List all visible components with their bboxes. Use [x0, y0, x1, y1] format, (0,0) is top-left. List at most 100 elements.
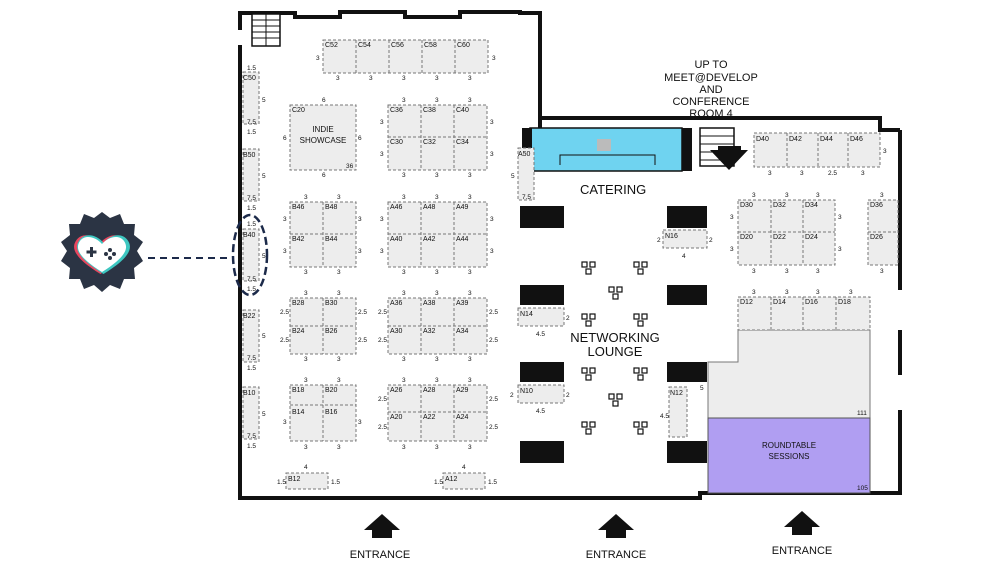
dim-label: 3 — [402, 269, 406, 276]
booth-d46[interactable]: D46 — [850, 136, 863, 143]
dim-label: 3 — [468, 269, 472, 276]
booth-d42[interactable]: D42 — [789, 136, 802, 143]
booth-b10[interactable]: B10 — [243, 390, 256, 397]
booth-a28[interactable]: A28 — [423, 387, 436, 394]
booth-b18[interactable]: B18 — [292, 387, 305, 394]
dim-label: 3 — [490, 216, 494, 223]
booth-c60[interactable]: C60 — [457, 42, 470, 49]
booth-block-b-low: B18 B20 B14 B16 3 3 3 3 3 3 — [283, 377, 362, 451]
booth-c36[interactable]: C36 — [390, 107, 403, 114]
booth-a39[interactable]: A39 — [456, 300, 469, 307]
roundtable-label-1: ROUNDTABLE — [762, 441, 816, 450]
booth-n10[interactable]: N10 — [520, 388, 533, 395]
lounge-table — [667, 441, 707, 463]
dim-label: 4.5 — [660, 413, 669, 420]
you-are-here-marker[interactable] — [61, 212, 232, 292]
booth-d36[interactable]: D36 — [870, 202, 883, 209]
booth-a50[interactable]: A50 — [518, 151, 531, 158]
booth-c34[interactable]: C34 — [456, 139, 469, 146]
dim-label: 3 — [785, 192, 789, 199]
booth-a30[interactable]: A30 — [390, 328, 403, 335]
booth-c52[interactable]: C52 — [325, 42, 338, 49]
dim-label: 3 — [435, 97, 439, 104]
booth-d14[interactable]: D14 — [773, 299, 786, 306]
booth-a40[interactable]: A40 — [390, 236, 403, 243]
booth-d20[interactable]: D20 — [740, 234, 753, 241]
booth-a42[interactable]: A42 — [423, 236, 436, 243]
booth-c40[interactable]: C40 — [456, 107, 469, 114]
dim-label: 3 — [468, 444, 472, 451]
booth-c30[interactable]: C30 — [390, 139, 403, 146]
entrance-2[interactable]: ENTRANCE — [586, 514, 647, 561]
booth-a36[interactable]: A36 — [390, 300, 403, 307]
booth-b26[interactable]: B26 — [325, 328, 338, 335]
booth-a38[interactable]: A38 — [423, 300, 436, 307]
booth-d24[interactable]: D24 — [805, 234, 818, 241]
booth-n12[interactable]: N12 — [670, 390, 683, 397]
dim-label: 2.5 — [489, 337, 498, 344]
upstairs-line-4: CONFERENCE — [672, 96, 749, 108]
booth-a46[interactable]: A46 — [390, 204, 403, 211]
booth-a26[interactable]: A26 — [390, 387, 403, 394]
dim-label: 6 — [322, 172, 326, 179]
entrance-arrow-icon — [598, 514, 634, 538]
dim-label: 2.5 — [358, 309, 367, 316]
booth-d34[interactable]: D34 — [805, 202, 818, 209]
booth-a48[interactable]: A48 — [423, 204, 436, 211]
booth-d18[interactable]: D18 — [838, 299, 851, 306]
booth-d30[interactable]: D30 — [740, 202, 753, 209]
booth-d40[interactable]: D40 — [756, 136, 769, 143]
booth-b24[interactable]: B24 — [292, 328, 305, 335]
booth-c32[interactable]: C32 — [423, 139, 436, 146]
booth-b28[interactable]: B28 — [292, 300, 305, 307]
booth-d32[interactable]: D32 — [773, 202, 786, 209]
dim-label: 5 — [511, 173, 515, 180]
booth-a34[interactable]: A34 — [456, 328, 469, 335]
booth-b40[interactable]: B40 — [243, 232, 256, 239]
booth-b12[interactable]: B12 — [288, 476, 301, 483]
booth-n16[interactable]: N16 — [665, 233, 678, 240]
roundtable-room — [707, 417, 871, 494]
booth-b30[interactable]: B30 — [325, 300, 338, 307]
entrance-3[interactable]: ENTRANCE — [772, 511, 833, 557]
booth-c58[interactable]: C58 — [424, 42, 437, 49]
booth-a22[interactable]: A22 — [423, 414, 436, 421]
booth-b42[interactable]: B42 — [292, 236, 305, 243]
booth-c38[interactable]: C38 — [423, 107, 436, 114]
booth-d16[interactable]: D16 — [805, 299, 818, 306]
dim-label: 2.5 — [280, 337, 289, 344]
booth-b46[interactable]: B46 — [292, 204, 305, 211]
booth-c56[interactable]: C56 — [391, 42, 404, 49]
booth-c50[interactable]: C50 — [243, 75, 256, 82]
entrance-1[interactable]: ENTRANCE — [350, 514, 411, 561]
roundtable-dim-111: 111 — [857, 410, 867, 417]
booth-b50[interactable]: B50 — [243, 152, 256, 159]
booth-d12[interactable]: D12 — [740, 299, 753, 306]
booth-b22[interactable]: B22 — [243, 313, 256, 320]
booth-a32[interactable]: A32 — [423, 328, 436, 335]
booth-c20[interactable]: C20 — [292, 107, 305, 114]
dim-label: 3 — [380, 119, 384, 126]
booth-b16[interactable]: B16 — [325, 409, 338, 416]
booth-d44[interactable]: D44 — [820, 136, 833, 143]
booth-c54[interactable]: C54 — [358, 42, 371, 49]
booth-a49[interactable]: A49 — [456, 204, 469, 211]
dim-label: 3 — [358, 248, 362, 255]
booth-a20[interactable]: A20 — [390, 414, 403, 421]
booth-b14[interactable]: B14 — [292, 409, 305, 416]
booth-a12[interactable]: A12 — [445, 476, 458, 483]
booth-n14[interactable]: N14 — [520, 311, 533, 318]
booth-a44[interactable]: A44 — [456, 236, 469, 243]
booth-d22[interactable]: D22 — [773, 234, 786, 241]
booth-b20[interactable]: B20 — [325, 387, 338, 394]
booth-a24[interactable]: A24 — [456, 414, 469, 421]
dim-label: 4 — [462, 464, 466, 471]
dim-label: 3 — [880, 268, 884, 275]
booth-b48[interactable]: B48 — [325, 204, 338, 211]
booth-d26[interactable]: D26 — [870, 234, 883, 241]
booth-b44[interactable]: B44 — [325, 236, 338, 243]
dim-label: 3 — [816, 289, 820, 296]
booth-a29[interactable]: A29 — [456, 387, 469, 394]
dim-label: 2 — [709, 237, 713, 244]
